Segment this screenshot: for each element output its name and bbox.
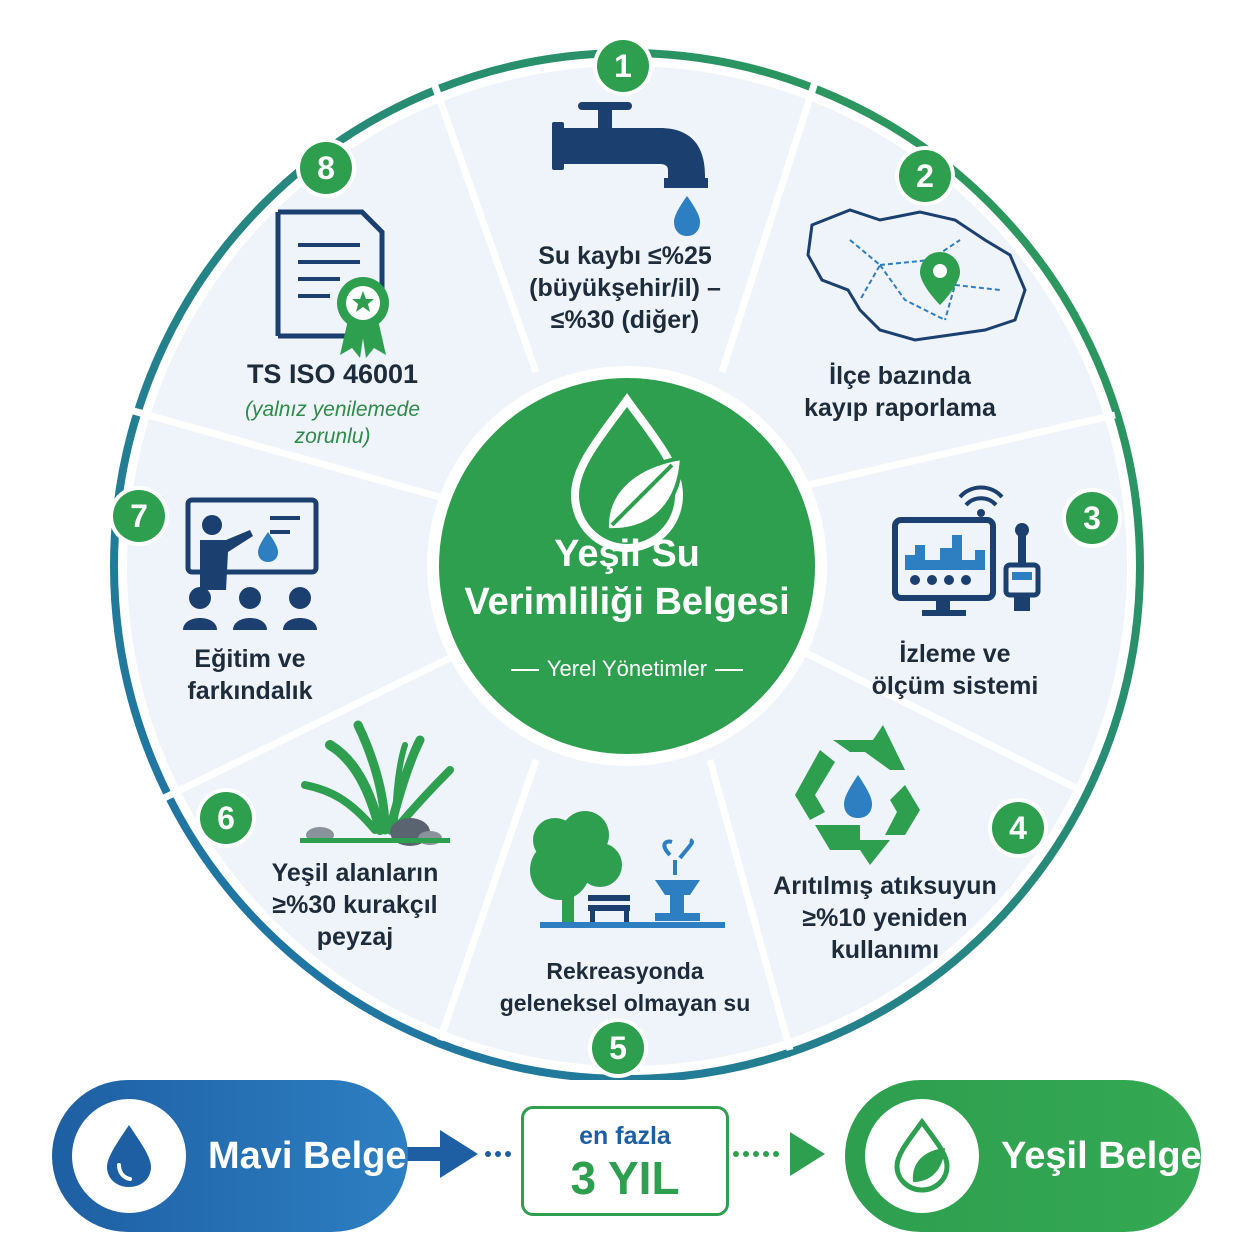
segment-4-line: kullanımı [830, 936, 940, 964]
subtitle-dash-left [510, 669, 539, 672]
center-title-line-1: Yeşil Su [554, 533, 700, 575]
green-certificate-pill: Yeşil Belge [845, 1080, 1202, 1232]
training-presentation-icon [183, 497, 319, 630]
green-certificate-label: Yeşil Belge [1001, 1134, 1202, 1177]
segment-2-line: İlçe bazında [829, 362, 971, 390]
segment-8-note-line: zorunlu) [294, 425, 371, 448]
recycle-water-icon [795, 725, 920, 865]
segment-1-text: Su kaybı ≤%25 (büyükşehir/il) – ≤%30 (di… [500, 240, 750, 336]
segment-2-line: kayıp raporlama [804, 394, 996, 422]
certificate-icon [275, 209, 389, 358]
segment-4-line: ≥%10 yeniden [802, 904, 968, 932]
segment-1-line: (büyükşehir/il) – [529, 274, 721, 302]
wheel-diagram [110, 49, 1144, 1080]
segment-2-text: İlçe bazında kayıp raporlama [790, 360, 1010, 424]
drop-leaf-logo-icon [570, 393, 685, 553]
segment-5-line: Rekreasyonda [546, 958, 704, 984]
segment-8-line: TS ISO 46001 [246, 359, 419, 389]
segment-dividers [129, 70, 1116, 1051]
water-drop-icon [72, 1099, 186, 1213]
segment-1-line: ≤%30 (diğer) [550, 306, 700, 334]
segment-4-line: Arıtılmış atıksuyun [773, 872, 997, 900]
segment-number-1: 1 [597, 40, 649, 92]
segment-6-line: peyzaj [316, 923, 394, 951]
segment-number-4: 4 [992, 802, 1044, 854]
progression-arrows [395, 1130, 825, 1178]
monitor-sensor-icon [892, 485, 1041, 616]
center-subtitle: Yerel Yönetimler [440, 655, 814, 683]
max-duration-value: 3 YIL [570, 1152, 680, 1204]
max-duration-label: en fazla [579, 1122, 671, 1150]
segment-number-5: 5 [592, 1022, 644, 1074]
drought-plants-icon [300, 720, 454, 846]
segment-5-line: geleneksel olmayan su [499, 990, 751, 1016]
segment-5-text: Rekreasyonda geleneksel olmayan su [480, 955, 770, 1019]
segment-4-text: Arıtılmış atıksuyun ≥%10 yeniden kullanı… [760, 870, 1010, 966]
segment-8-note-line: (yalnız yenilemede [244, 398, 421, 421]
subtitle-dash-right [715, 669, 744, 672]
center-subtitle-text: Yerel Yönetimler [546, 656, 708, 681]
segment-8-text: TS ISO 46001 (yalnız yenilemede zorunlu) [225, 358, 440, 450]
district-map-pin-icon [806, 208, 1027, 342]
faucet-drop-icon [552, 102, 708, 236]
segment-number-2: 2 [899, 150, 951, 202]
center-title-line-2: Verimliliği Belgesi [464, 581, 790, 623]
blue-certificate-pill: Mavi Belge [52, 1080, 408, 1232]
segment-number-3: 3 [1066, 492, 1118, 544]
segment-6-text: Yeşil alanların ≥%30 kurakçıl peyzaj [250, 857, 460, 953]
segment-8-note: (yalnız yenilemede zorunlu) [225, 396, 440, 450]
drop-leaf-icon [865, 1099, 979, 1213]
segment-7-line: Eğitim ve [194, 645, 306, 673]
park-fountain-icon [530, 811, 725, 928]
center-title: Yeşil Su Verimliliği Belgesi [440, 530, 814, 626]
segment-6-line: Yeşil alanların [271, 859, 439, 887]
segment-1-line: Su kaybı ≤%25 [538, 242, 712, 270]
segment-3-text: İzleme ve ölçüm sistemi [860, 638, 1050, 702]
segment-7-text: Eğitim ve farkındalık [160, 643, 340, 707]
blue-certificate-label: Mavi Belge [208, 1134, 407, 1177]
max-duration-box: en fazla 3 YIL [521, 1106, 729, 1216]
segment-6-line: ≥%30 kurakçıl [272, 891, 438, 919]
segment-3-line: ölçüm sistemi [871, 672, 1039, 700]
segment-number-8: 8 [300, 142, 352, 194]
segment-7-line: farkındalık [187, 677, 313, 705]
segment-number-6: 6 [200, 792, 252, 844]
segment-3-line: İzleme ve [899, 640, 1011, 668]
segment-number-7: 7 [113, 490, 165, 542]
center-disc [439, 378, 815, 754]
